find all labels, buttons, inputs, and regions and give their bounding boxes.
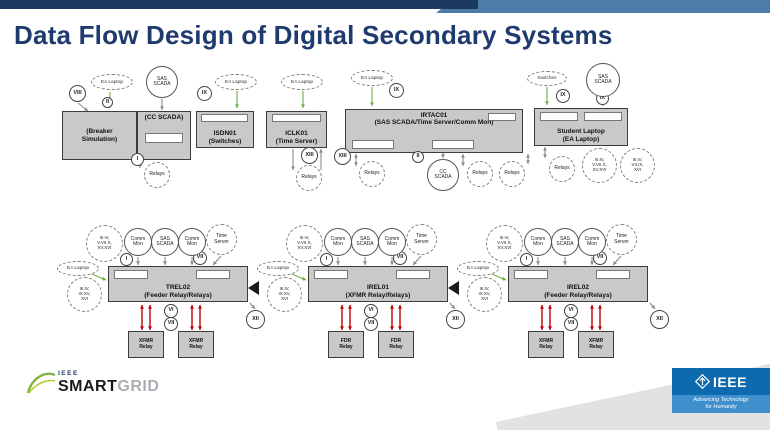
- roman-numeral-circle: I: [320, 253, 333, 266]
- relays-circle: Relays: [144, 162, 170, 188]
- sas-scada-circle: SAS SCADA: [351, 228, 379, 256]
- time-server-circle: Time Server: [206, 224, 237, 255]
- xfmr-relay-box: XFMR Relay: [528, 331, 564, 358]
- sas-scada-circle: SAS SCADA: [551, 228, 579, 256]
- sas-scada-circle: SAS SCADA: [586, 63, 620, 97]
- relays-circle: Relays: [549, 156, 575, 182]
- ieee-logo-top: IEEE: [672, 368, 770, 395]
- signal-list-circle: III.IV, IX.XV, XVI: [467, 277, 502, 312]
- fdr-relay-box: FDR Relay: [378, 331, 414, 358]
- panel-indicator: [114, 270, 148, 279]
- comm-mon-circle: Comm Mon: [378, 228, 406, 256]
- signal-list-circle: III.IV, V.VII.X, XV.XVI: [486, 225, 523, 262]
- ieee-tagline-line2: for Humanity: [705, 404, 737, 411]
- panel-indicator: [272, 114, 321, 122]
- relays-circle: Relays: [296, 165, 322, 191]
- panel-indicator: [540, 112, 578, 121]
- panel-indicator: [352, 140, 394, 149]
- switches-ellipse: Switches: [527, 71, 567, 86]
- signal-list-circle: III.IV, VII.IX, XVI: [620, 148, 655, 183]
- ea-laptop-ellipse: EA Laptop: [215, 74, 257, 90]
- signal-list-circle: III.IV, V.VII.X, XV.XVI: [86, 225, 123, 262]
- roman-numeral-circle: VII: [164, 317, 178, 331]
- roman-numeral-circle: I: [131, 153, 144, 166]
- comm-mon-circle: Comm Mon: [178, 228, 206, 256]
- panel-indicator: [314, 270, 348, 279]
- ea-laptop-ellipse: EA Laptop: [57, 261, 99, 276]
- ieee-smartgrid-logo: IEEE SMART GRID: [26, 369, 159, 395]
- roman-numeral-circle: IX: [556, 89, 570, 103]
- ieee-tagline: Advancing Technology for Humanity: [672, 395, 770, 414]
- flow-arrowhead: [448, 281, 459, 295]
- panel-indicator: [584, 112, 622, 121]
- ea-laptop-ellipse: EA Laptop: [457, 261, 499, 276]
- comm-mon-circle: Comm Mon: [324, 228, 352, 256]
- roman-numeral-circle: IX: [197, 86, 212, 101]
- signal-list-circle: III.IV, V.VII.X, XV.XVI: [582, 148, 617, 183]
- roman-numeral-circle: II: [412, 151, 424, 163]
- roman-numeral-circle: VI: [364, 304, 378, 318]
- roman-numeral-circle: I: [120, 253, 133, 266]
- top-accent-bar: [436, 0, 770, 13]
- roman-numeral-circle: II: [102, 97, 113, 108]
- smartgrid-ieee-label: IEEE: [58, 369, 79, 377]
- panel-indicator: [396, 270, 430, 279]
- roman-numeral-circle: XII: [246, 310, 265, 329]
- sas-scada-circle: SAS SCADA: [151, 228, 179, 256]
- roman-numeral-circle: I: [520, 253, 533, 266]
- comm-mon-circle: Comm Mon: [578, 228, 606, 256]
- roman-numeral-circle: XII: [650, 310, 669, 329]
- xfmr-relay-box: XFMR Relay: [178, 331, 214, 358]
- flow-arrowhead: [248, 281, 259, 295]
- signal-list-circle: III.IV, IX.XV, XVI: [67, 277, 102, 312]
- panel-indicator: [514, 270, 548, 279]
- relays-circle: Relays: [467, 161, 493, 187]
- time-server-circle: Time Server: [606, 224, 637, 255]
- ieee-diamond-icon: [695, 374, 711, 389]
- time-server-circle: Time Server: [406, 224, 437, 255]
- smartgrid-swoosh-icon: [26, 372, 56, 394]
- slide-title: Data Flow Design of Digital Secondary Sy…: [14, 20, 613, 50]
- ea-laptop-ellipse: EA Laptop: [351, 70, 393, 86]
- ea-laptop-ellipse: EA Laptop: [91, 74, 133, 90]
- breaker-simulation-box: (Breaker Simulation): [62, 111, 137, 160]
- roman-numeral-circle: IX: [389, 83, 404, 98]
- panel-indicator: [432, 140, 474, 149]
- top-navy-bar: [0, 0, 478, 9]
- comm-mon-circle: Comm Mon: [124, 228, 152, 256]
- roman-numeral-circle: XII: [446, 310, 465, 329]
- smartgrid-grid-label: GRID: [117, 378, 160, 395]
- roman-numeral-circle: VII: [364, 317, 378, 331]
- ieee-name-label: IEEE: [713, 373, 747, 390]
- comm-mon-circle: Comm Mon: [524, 228, 552, 256]
- ieee-logo-block: IEEE Advancing Technology for Humanity: [672, 368, 770, 414]
- smartgrid-smart-label: SMART: [58, 378, 118, 395]
- xfmr-relay-box: XFMR Relay: [578, 331, 614, 358]
- roman-numeral-circle: VI: [564, 304, 578, 318]
- signal-list-circle: III.IV, V.VII.X, XV.XVI: [286, 225, 323, 262]
- roman-numeral-circle: VIII: [69, 85, 86, 102]
- ieee-tagline-line1: Advancing Technology: [693, 397, 749, 403]
- roman-numeral-circle: XIII: [301, 147, 318, 164]
- roman-numeral-circle: VII: [564, 317, 578, 331]
- panel-indicator: [596, 270, 630, 279]
- panel-indicator: [488, 113, 516, 121]
- relays-circle: Relays: [359, 161, 385, 187]
- signal-list-circle: III.IV, IX.XV, XVI: [267, 277, 302, 312]
- ea-laptop-ellipse: EA Laptop: [257, 261, 299, 276]
- roman-numeral-circle: VI: [164, 304, 178, 318]
- sas-scada-circle: SAS SCADA: [146, 66, 178, 98]
- cc-scada-circle: CC SCADA: [427, 159, 459, 191]
- panel-indicator: [201, 114, 248, 122]
- panel-indicator: [196, 270, 230, 279]
- roman-numeral-circle: XIII: [334, 148, 351, 165]
- trel02-box: TREL02 (Feeder Relay/Relays): [108, 266, 248, 302]
- relays-circle: Relays: [499, 161, 525, 187]
- panel-indicator: [145, 133, 183, 143]
- fdr-relay-box: FDR Relay: [328, 331, 364, 358]
- ea-laptop-ellipse: EA Laptop: [281, 74, 323, 90]
- xfmr-relay-box: XFMR Relay: [128, 331, 164, 358]
